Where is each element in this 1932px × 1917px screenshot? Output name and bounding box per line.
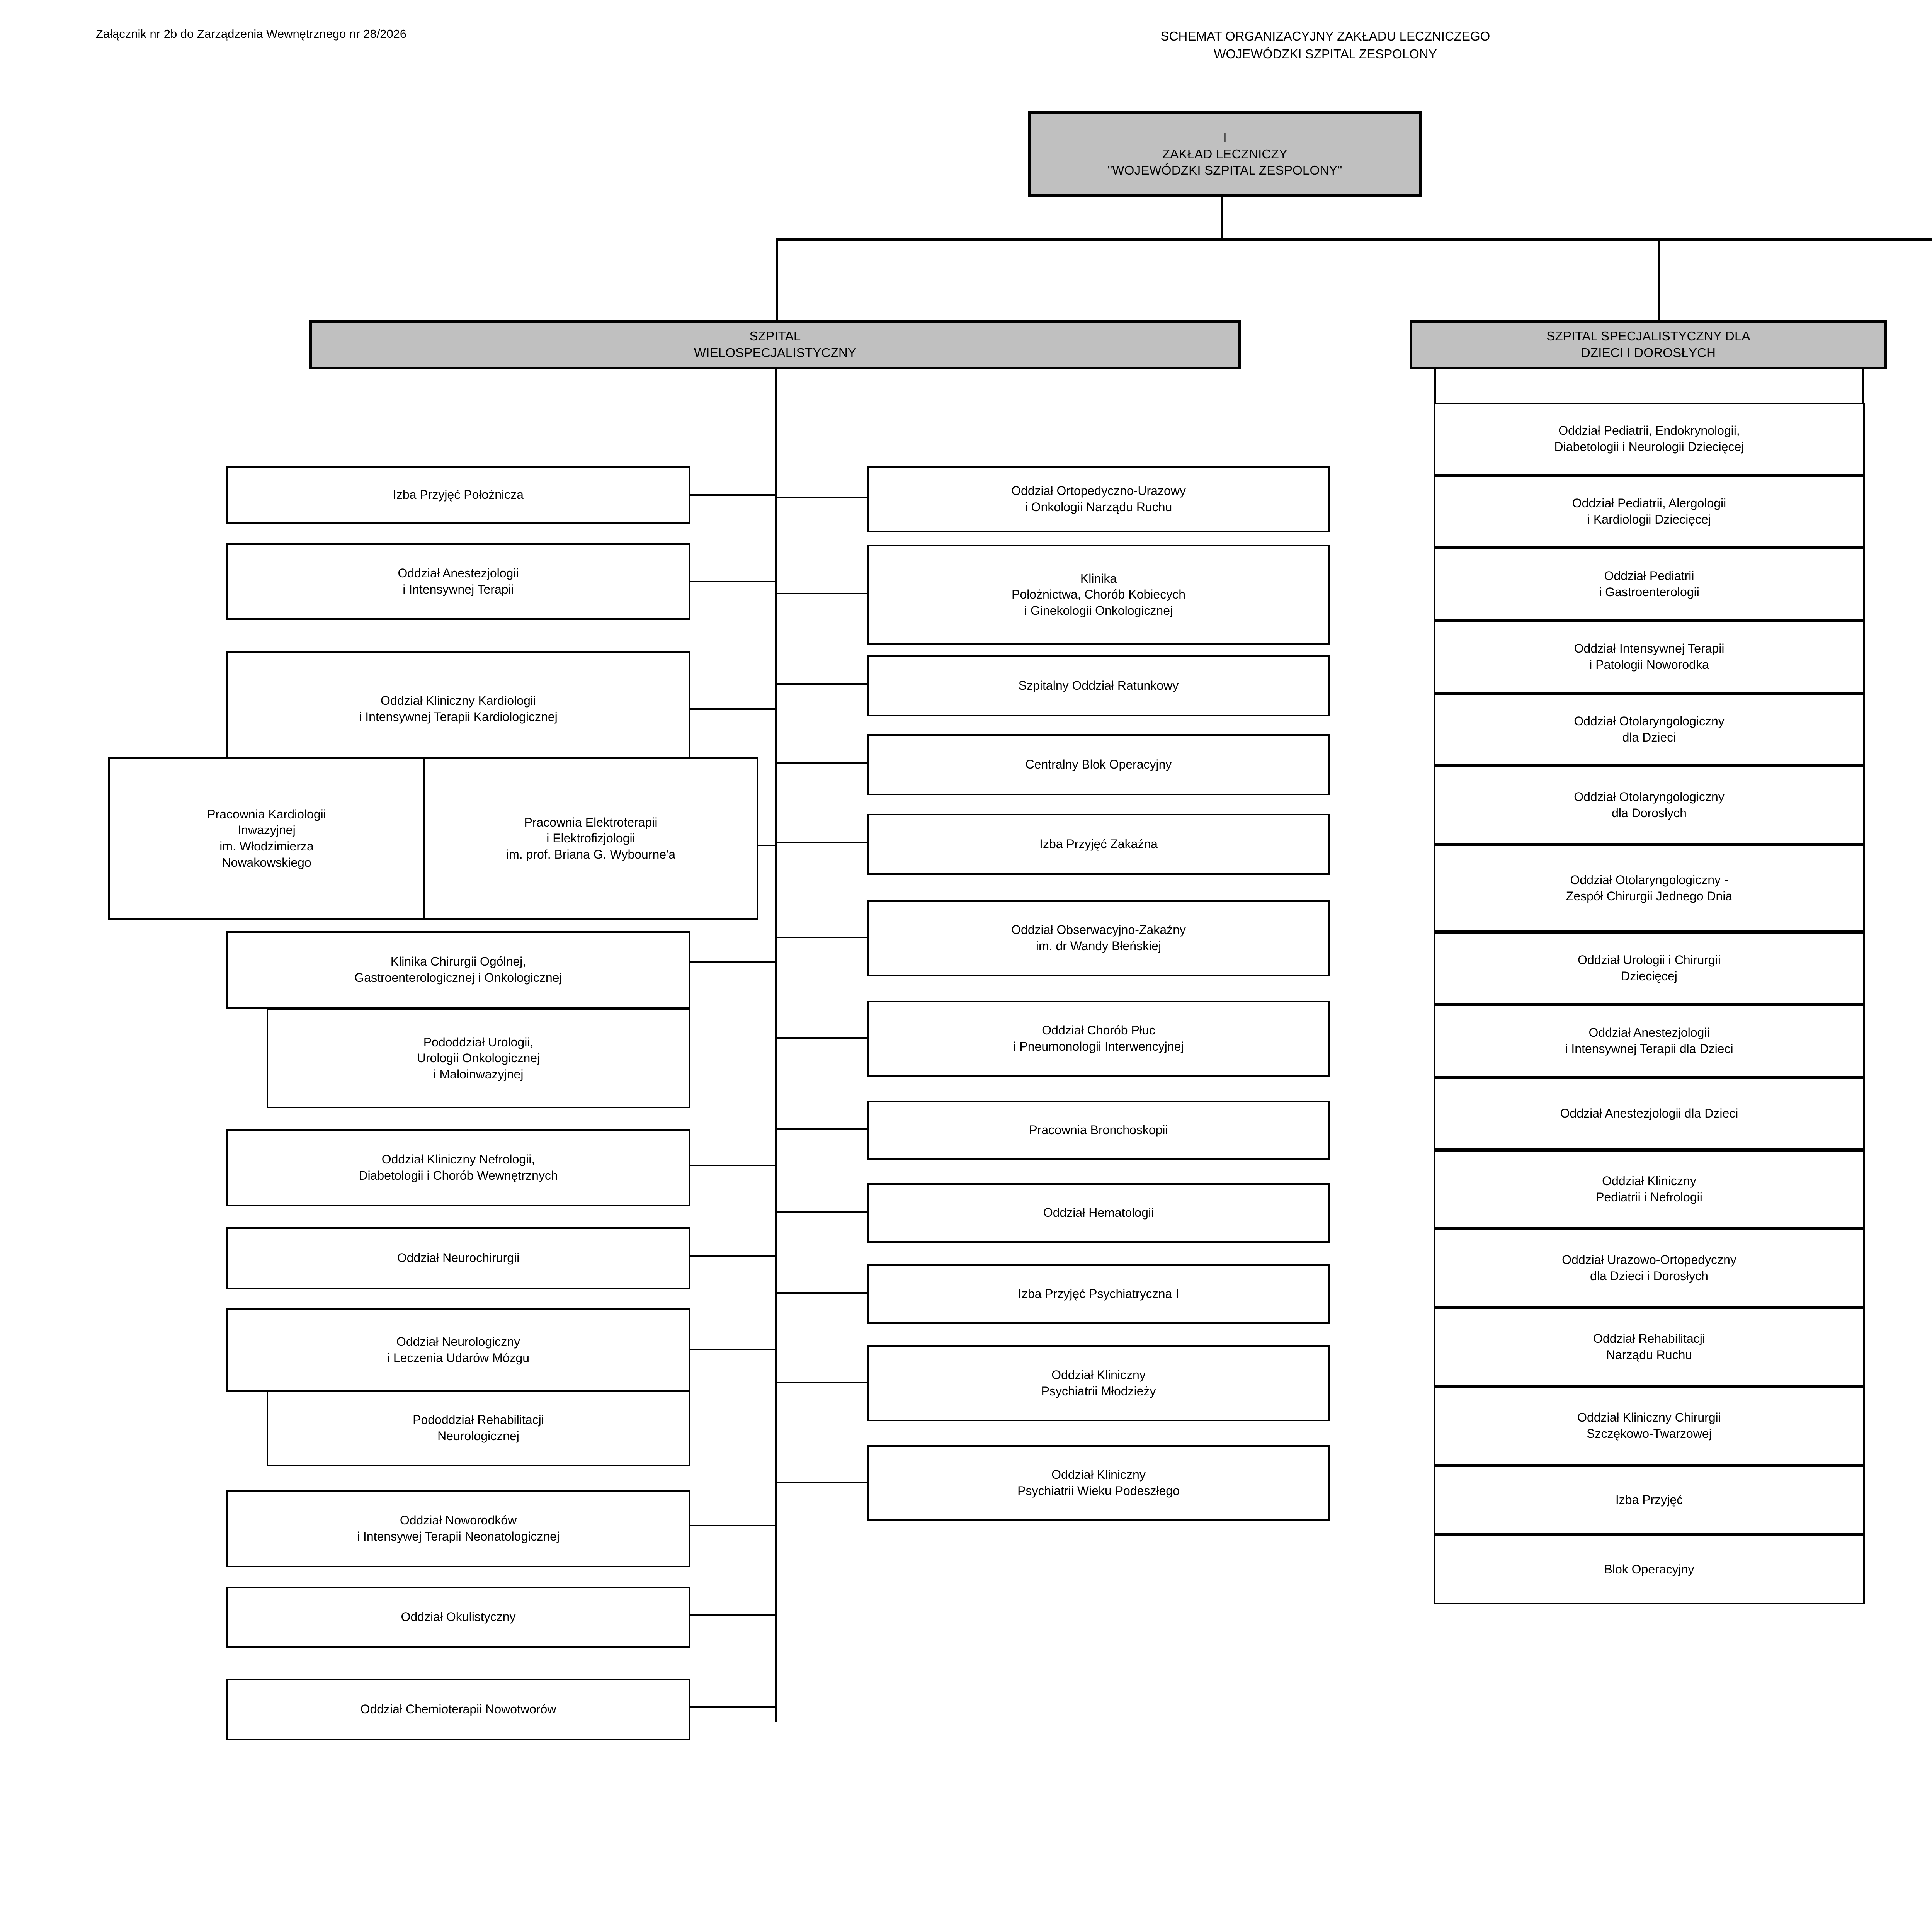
- spec-node-12[interactable]: Oddział Rehabilitacji Narządu Ruchu: [1434, 1308, 1865, 1386]
- left-node-3-pracownia-kardiologii[interactable]: Pracownia Kardiologii Inwazyjnej im. Wło…: [108, 757, 425, 920]
- spec-node-13[interactable]: Oddział Kliniczny Chirurgii Szczękowo-Tw…: [1434, 1386, 1865, 1465]
- spec-node-0[interactable]: Oddział Pediatrii, Endokrynologii, Diabe…: [1434, 403, 1865, 475]
- connector-left-7: [690, 1165, 776, 1166]
- mid-node-1[interactable]: Klinika Położnictwa, Chorób Kobiecych i …: [867, 545, 1330, 645]
- connector-left-5: [690, 961, 776, 963]
- chart-title-line1: SCHEMAT ORGANIZACYJNY ZAKŁADU LECZNICZEG…: [1160, 29, 1490, 43]
- connector-spec-right-drop: [1862, 369, 1864, 403]
- connector-drop-specjalistyczny: [1658, 238, 1660, 321]
- connector-mid-6: [776, 1037, 868, 1039]
- left-node-10-pododdzial-rehabilitacji[interactable]: Pododdział Rehabilitacji Neurologicznej: [267, 1390, 690, 1466]
- mid-node-2[interactable]: Szpitalny Oddział Ratunkowy: [867, 655, 1330, 716]
- spec-node-6[interactable]: Oddział Otolaryngologiczny - Zespół Chir…: [1434, 845, 1865, 932]
- connector-left-12: [690, 1614, 776, 1616]
- connector-mid-9: [776, 1292, 868, 1294]
- left-node-9[interactable]: Oddział Neurologiczny i Leczenia Udarów …: [226, 1308, 690, 1392]
- left-node-13[interactable]: Oddział Chemioterapii Nowotworów: [226, 1679, 690, 1740]
- left-node-2[interactable]: Oddział Kliniczny Kardiologii i Intensyw…: [226, 651, 690, 767]
- connector-mid-7: [776, 1128, 868, 1130]
- connector-mid-10: [776, 1382, 868, 1383]
- spec-node-14[interactable]: Izba Przyjęć: [1434, 1465, 1865, 1535]
- mid-node-3[interactable]: Centralny Blok Operacyjny: [867, 734, 1330, 795]
- connector-root-trunk: [1221, 197, 1223, 240]
- root-node-zaklad-leczniczy[interactable]: I ZAKŁAD LECZNICZY "WOJEWÓDZKI SZPITAL Z…: [1028, 111, 1422, 197]
- mid-node-8[interactable]: Oddział Hematologii: [867, 1183, 1330, 1243]
- left-node-11[interactable]: Oddział Noworodków i Intensywej Terapii …: [226, 1490, 690, 1567]
- connector-left-0: [690, 494, 776, 496]
- mid-node-6[interactable]: Oddział Chorób Płuc i Pneumonologii Inte…: [867, 1001, 1330, 1077]
- connector-mid-5: [776, 937, 868, 938]
- left-node-0[interactable]: Izba Przyjęć Położnicza: [226, 466, 690, 524]
- spec-node-11[interactable]: Oddział Urazowo-Ortopedyczny dla Dzieci …: [1434, 1229, 1865, 1308]
- spec-node-2[interactable]: Oddział Pediatrii i Gastroenterologii: [1434, 548, 1865, 621]
- chart-title-line2: WOJEWÓDZKI SZPITAL ZESPOLONY: [1214, 47, 1437, 61]
- connector-left-2: [690, 708, 776, 710]
- connector-left-11: [690, 1525, 776, 1526]
- connector-mid-4: [776, 842, 868, 843]
- connector-left-8: [690, 1255, 776, 1257]
- spec-node-9[interactable]: Oddział Anestezjologii dla Dzieci: [1434, 1077, 1865, 1150]
- mid-node-7[interactable]: Pracownia Bronchoskopii: [867, 1101, 1330, 1160]
- connector-mid-0: [776, 497, 868, 498]
- spec-node-5[interactable]: Oddział Otolaryngologiczny dla Dorosłych: [1434, 766, 1865, 845]
- mid-node-4[interactable]: Izba Przyjęć Zakaźna: [867, 814, 1330, 875]
- mid-node-5[interactable]: Oddział Obserwacyjno-Zakaźny im. dr Wand…: [867, 900, 1330, 976]
- division-wielospecjalistyczny[interactable]: SZPITAL WIELOSPECJALISTYCZNY: [309, 320, 1241, 369]
- mid-node-0[interactable]: Oddział Ortopedyczno-Urazowy i Onkologii…: [867, 466, 1330, 532]
- connector-spec-left-drop: [1434, 369, 1436, 403]
- spec-node-15[interactable]: Blok Operacyjny: [1434, 1535, 1865, 1604]
- spec-node-7[interactable]: Oddział Urologii i Chirurgii Dziecięcej: [1434, 932, 1865, 1005]
- connector-left-4: [757, 845, 777, 846]
- spec-node-3[interactable]: Oddział Intensywnej Terapii i Patologii …: [1434, 621, 1865, 693]
- mid-node-11[interactable]: Oddział Kliniczny Psychiatrii Wieku Pode…: [867, 1445, 1330, 1521]
- spec-node-10[interactable]: Oddział Kliniczny Pediatrii i Nefrologii: [1434, 1150, 1865, 1229]
- connector-main-trunk: [775, 369, 777, 1722]
- connector-level2-bus: [776, 238, 1932, 241]
- left-node-4-pracownia-elektroterapii[interactable]: Pracownia Elektroterapii i Elektrofizjol…: [423, 757, 758, 920]
- left-node-6-pododdzial-urologii[interactable]: Pododdział Urologii, Urologii Onkologicz…: [267, 1009, 690, 1108]
- division-specjalistyczny[interactable]: SZPITAL SPECJALISTYCZNY DLA DZIECI I DOR…: [1410, 320, 1887, 369]
- spec-node-4[interactable]: Oddział Otolaryngologiczny dla Dzieci: [1434, 693, 1865, 766]
- left-node-8[interactable]: Oddział Neurochirurgii: [226, 1227, 690, 1289]
- connector-left-9: [690, 1349, 776, 1350]
- left-node-12[interactable]: Oddział Okulistyczny: [226, 1587, 690, 1648]
- left-node-7[interactable]: Oddział Kliniczny Nefrologii, Diabetolog…: [226, 1129, 690, 1206]
- connector-left-1: [690, 581, 776, 582]
- mid-node-10[interactable]: Oddział Kliniczny Psychiatrii Młodzieży: [867, 1345, 1330, 1421]
- left-node-1[interactable]: Oddział Anestezjologii i Intensywnej Ter…: [226, 543, 690, 620]
- connector-drop-wielospecjalistyczny: [776, 238, 778, 321]
- spec-node-8[interactable]: Oddział Anestezjologii i Intensywnej Ter…: [1434, 1005, 1865, 1077]
- annex-note: Załącznik nr 2b do Zarządzenia Wewnętrzn…: [96, 27, 407, 41]
- connector-left-13: [690, 1706, 776, 1708]
- connector-mid-1: [776, 593, 868, 594]
- mid-node-9[interactable]: Izba Przyjęć Psychiatryczna I: [867, 1264, 1330, 1324]
- spec-node-1[interactable]: Oddział Pediatrii, Alergologii i Kardiol…: [1434, 475, 1865, 548]
- left-node-5[interactable]: Klinika Chirurgii Ogólnej, Gastroenterol…: [226, 931, 690, 1009]
- connector-mid-11: [776, 1482, 868, 1483]
- connector-mid-8: [776, 1211, 868, 1213]
- connector-mid-2: [776, 683, 868, 685]
- connector-mid-3: [776, 762, 868, 764]
